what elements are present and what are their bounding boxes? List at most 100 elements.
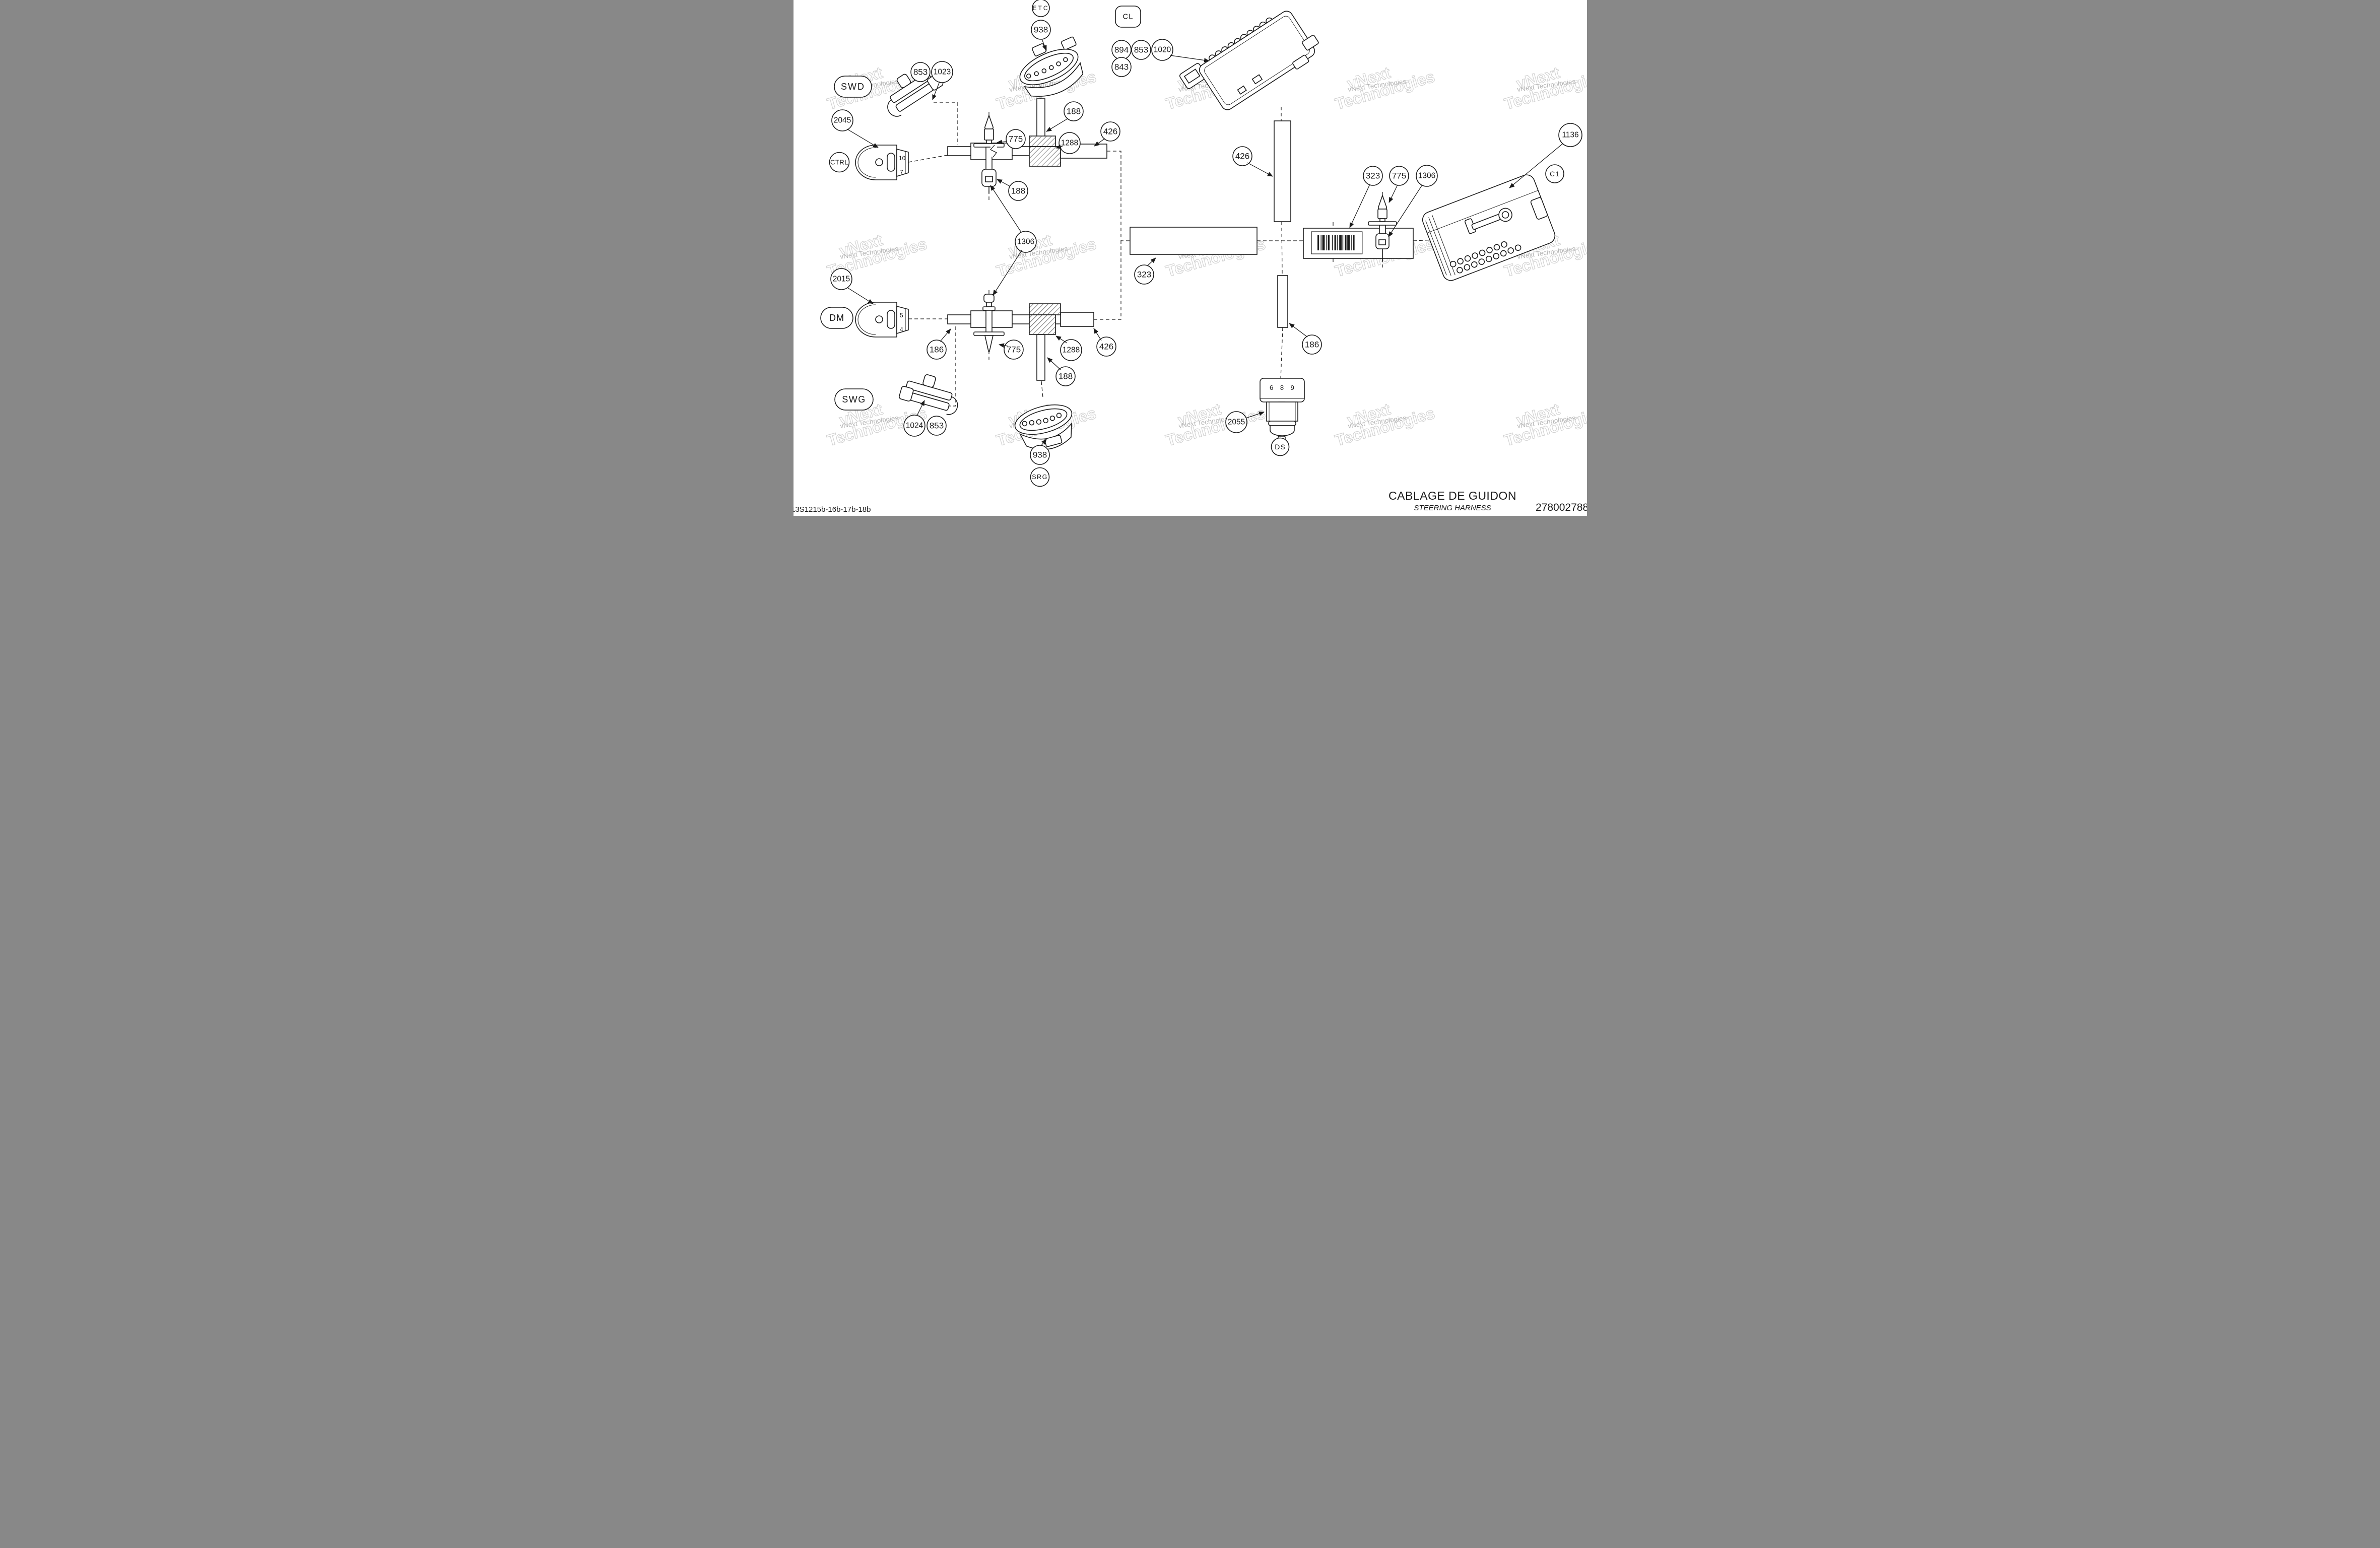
svg-text:2055: 2055 xyxy=(1227,418,1244,427)
barcode xyxy=(1310,231,1362,254)
svg-text:188: 188 xyxy=(1058,372,1072,381)
hatch-bot-a xyxy=(1028,303,1061,315)
hatch-top-b xyxy=(1028,146,1061,167)
balloon-323: 323 xyxy=(1134,264,1154,285)
balloon-938: 938 xyxy=(1030,20,1051,40)
dm-connector-drawing: 5 4 xyxy=(854,302,909,338)
ld-938b xyxy=(1041,439,1047,446)
svg-text:853: 853 xyxy=(929,421,943,431)
balloon-186: 186 xyxy=(926,340,947,360)
svg-text:1136: 1136 xyxy=(1562,131,1578,140)
ld-188a xyxy=(1045,118,1068,132)
dm-pin-top-label: 5 xyxy=(900,312,903,319)
tag-cl: CL xyxy=(1114,6,1141,28)
tag-dm: DM xyxy=(820,307,853,329)
ld-1136 xyxy=(1508,143,1563,188)
svg-text:188: 188 xyxy=(1011,186,1025,196)
bar-vertical-top xyxy=(1036,98,1045,137)
pushpin-top xyxy=(973,114,1005,193)
tag-ctrl: CTRL xyxy=(829,152,849,173)
hatch-bot-b xyxy=(1028,314,1056,335)
ld-1288a xyxy=(1055,144,1063,149)
dl-bot-branch xyxy=(1093,241,1121,320)
ld-775b xyxy=(1388,184,1398,203)
ld-1024 xyxy=(916,400,925,416)
svg-text:1024: 1024 xyxy=(905,422,923,430)
balloon-2055: 2055 xyxy=(1225,411,1247,433)
svg-text:426: 426 xyxy=(1235,152,1249,161)
ld-775a xyxy=(996,140,1007,145)
svg-text:1288: 1288 xyxy=(1061,139,1078,148)
svg-text:186: 186 xyxy=(1304,340,1318,350)
balloon-1306: 1306 xyxy=(1014,231,1037,253)
dm-pin-bottom-label: 4 xyxy=(900,326,903,333)
dl-swg xyxy=(931,326,956,407)
svg-text:2045: 2045 xyxy=(833,116,850,125)
svg-text:SRG: SRG xyxy=(1032,474,1048,481)
balloon-775: 775 xyxy=(1005,129,1026,149)
balloon-2045: 2045 xyxy=(831,109,853,131)
svg-text:426: 426 xyxy=(1099,342,1113,352)
balloon-188: 188 xyxy=(1055,366,1076,386)
svg-text:SWD: SWD xyxy=(841,82,865,92)
svg-text:1023: 1023 xyxy=(933,68,950,77)
svg-text:188: 188 xyxy=(1066,107,1080,116)
svg-text:426: 426 xyxy=(1103,127,1117,137)
balloon-1288: 1288 xyxy=(1058,132,1081,154)
ctrl-pin-top-label: 10 xyxy=(899,155,906,162)
balloon-1136: 1136 xyxy=(1558,123,1582,147)
bar-center-low xyxy=(1277,275,1288,328)
svg-text:775: 775 xyxy=(1008,134,1022,144)
ld-426c xyxy=(1093,328,1102,341)
dl-srg xyxy=(1040,381,1043,398)
ld-775c xyxy=(998,343,1008,348)
balloon-426: 426 xyxy=(1100,121,1120,142)
svg-text:DS: DS xyxy=(1275,443,1285,451)
bar-vertical-bottom xyxy=(1036,334,1045,381)
dl-col-2 xyxy=(1280,327,1283,379)
balloon-853: 853 xyxy=(926,416,947,436)
cl-connector-drawing xyxy=(1179,11,1319,110)
swg-clip-drawing xyxy=(898,374,958,415)
ld-323a xyxy=(1147,257,1156,266)
hatch-top-a xyxy=(1028,136,1056,147)
svg-text:1288: 1288 xyxy=(1062,346,1079,355)
etc-connector-drawing xyxy=(1019,36,1083,97)
svg-text:853: 853 xyxy=(913,68,927,77)
balloon-2015: 2015 xyxy=(830,268,852,290)
tag-etc: ETC xyxy=(1031,0,1050,17)
ld-2045 xyxy=(846,128,879,148)
sheet-code: 13S1215b-16b-17b-18b xyxy=(794,505,871,514)
leader-arrows xyxy=(846,39,1563,446)
ctrl-connector-drawing: 10 7 xyxy=(854,145,909,180)
bar-break-symbol xyxy=(989,145,997,158)
rect-barcode xyxy=(1302,228,1414,259)
balloon-775: 775 xyxy=(1389,166,1409,186)
balloon-843: 843 xyxy=(1111,57,1132,77)
svg-text:CL: CL xyxy=(1122,13,1133,21)
ld-1306d xyxy=(992,250,1022,296)
dl-ctrl xyxy=(908,155,948,163)
ld-323b xyxy=(1349,184,1370,228)
svg-text:186: 186 xyxy=(929,345,943,355)
ds-pin-numbers: 6 8 9 xyxy=(1270,384,1297,391)
svg-text:1306: 1306 xyxy=(1017,238,1034,246)
ld-426a xyxy=(1093,138,1105,147)
ctrl-pin-bottom-label: 7 xyxy=(900,169,903,176)
pushpin-bottom xyxy=(973,294,1005,353)
tag-c1: C1 xyxy=(1545,164,1564,183)
ld-1020 xyxy=(1170,55,1210,63)
svg-text:894: 894 xyxy=(1114,45,1128,55)
ld-1306u xyxy=(989,185,1022,233)
svg-text:1306: 1306 xyxy=(1418,172,1435,180)
ld-426b xyxy=(1247,162,1273,177)
ld-188b xyxy=(996,179,1010,187)
balloon-426: 426 xyxy=(1096,336,1116,357)
